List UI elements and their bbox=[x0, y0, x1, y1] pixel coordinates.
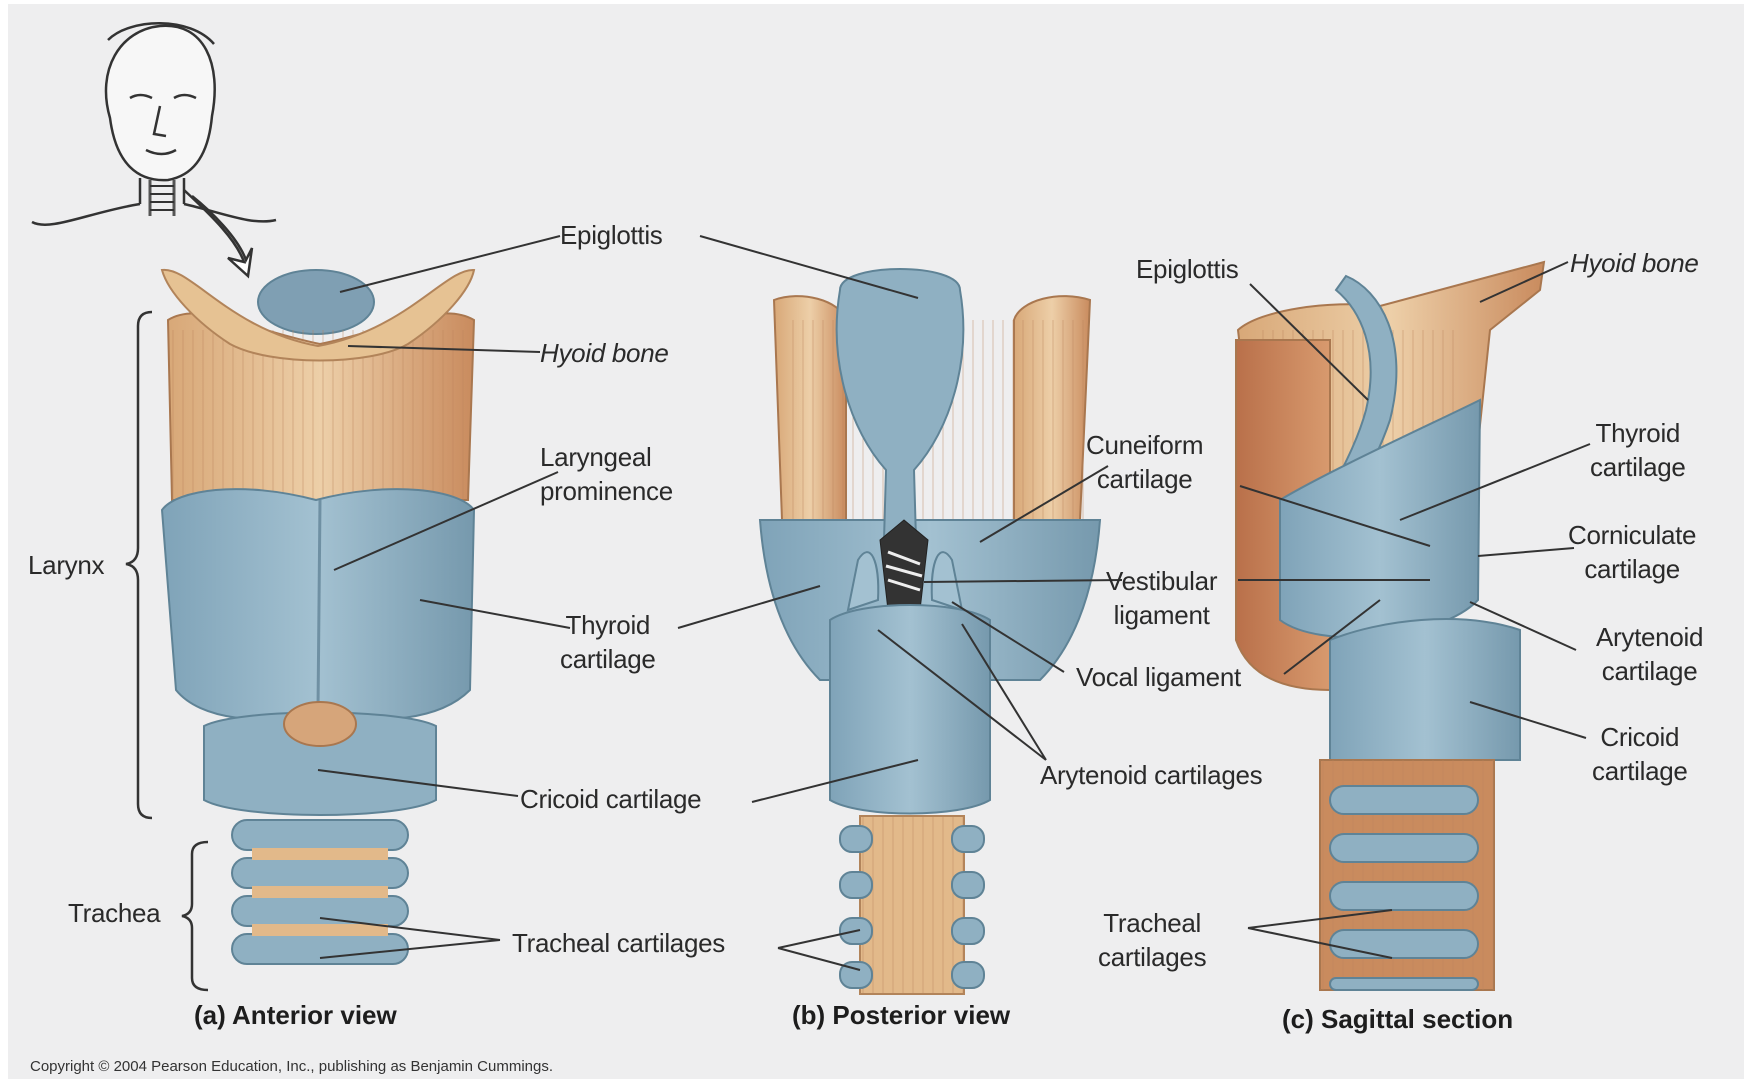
label-vestibular-ligament: Vestibular ligament bbox=[1106, 564, 1217, 632]
label-cuneiform-cartilage: Cuneiform cartilage bbox=[1086, 428, 1203, 496]
copyright-notice: Copyright © 2004 Pearson Education, Inc.… bbox=[30, 1058, 553, 1075]
label-corniculate-cartilage: Corniculate cartilage bbox=[1568, 518, 1696, 586]
label-tracheal-cartilages-sagittal: Tracheal cartilages bbox=[1098, 906, 1206, 974]
label-cricoid-cartilage-sagittal: Cricoid cartilage bbox=[1592, 720, 1688, 788]
label-epiglottis-sagittal: Epiglottis bbox=[1136, 252, 1239, 286]
label-hyoid-bone-anterior: Hyoid bone bbox=[540, 336, 669, 370]
label-hyoid-bone-sagittal: Hyoid bone bbox=[1570, 246, 1699, 280]
label-epiglottis-anterior: Epiglottis bbox=[560, 218, 663, 252]
label-tracheal-cartilages-anterior: Tracheal cartilages bbox=[512, 926, 725, 960]
label-thyroid-cartilage-anterior: Thyroid cartilage bbox=[560, 608, 656, 676]
label-laryngeal-prominence: Laryngeal prominence bbox=[540, 440, 673, 508]
caption-anterior-view: (a) Anterior view bbox=[194, 1000, 397, 1031]
sagittal-section-illustration bbox=[1236, 262, 1544, 990]
label-trachea: Trachea bbox=[68, 896, 160, 930]
posterior-view-illustration bbox=[760, 269, 1100, 994]
label-arytenoid-cartilage: Arytenoid cartilage bbox=[1596, 620, 1703, 688]
label-arytenoid-cartilages: Arytenoid cartilages bbox=[1040, 758, 1262, 792]
label-larynx: Larynx bbox=[28, 548, 104, 582]
caption-posterior-view: (b) Posterior view bbox=[792, 1000, 1010, 1031]
head-figure-icon bbox=[32, 23, 276, 276]
label-thyroid-cartilage-sagittal: Thyroid cartilage bbox=[1590, 416, 1686, 484]
larynx-brace bbox=[126, 312, 152, 818]
label-cricoid-cartilage-anterior: Cricoid cartilage bbox=[520, 782, 701, 816]
trachea-brace bbox=[182, 842, 208, 990]
anterior-view-illustration bbox=[126, 270, 474, 990]
caption-sagittal-section: (c) Sagittal section bbox=[1282, 1004, 1513, 1035]
label-vocal-ligament: Vocal ligament bbox=[1076, 660, 1241, 694]
